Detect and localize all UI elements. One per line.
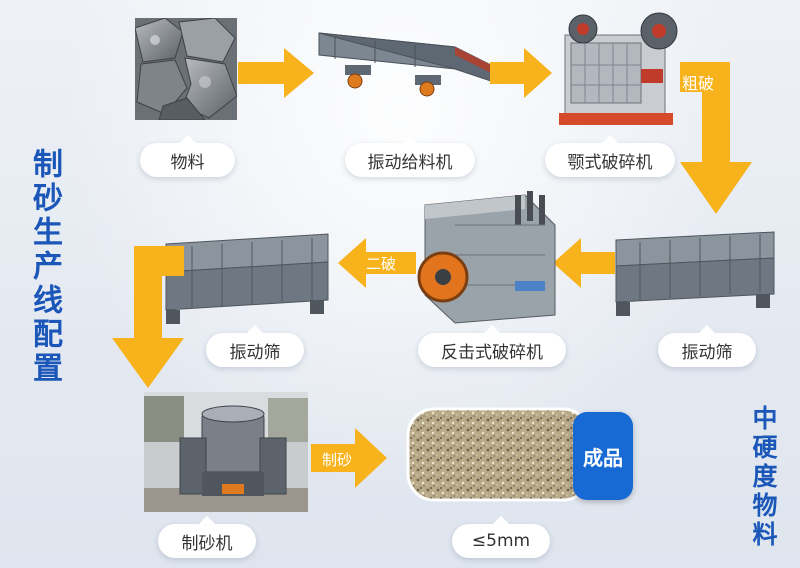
finished-product-badge: 成品 [573, 412, 633, 500]
coarse-crushing-label: 粗破 [682, 74, 715, 93]
impact-crusher-image [417, 191, 556, 324]
finished-product-label: 成品 [583, 445, 623, 470]
jaw-crusher-image [559, 12, 678, 125]
vibrating-screen-left-image [165, 233, 329, 324]
sand-making-machine-image [144, 392, 308, 512]
vibrating-screen-right-image [615, 231, 775, 316]
flow-arrow-secondary [338, 238, 416, 288]
raw-stone-image [135, 18, 237, 120]
label-jaw-crusher: 颚式破碎机 [545, 135, 675, 177]
label-vibrating-screen-left: 振动筛 [206, 325, 304, 367]
label-impact-crusher: 反击式破碎机 [418, 325, 566, 367]
flow-arrow-4 [112, 246, 184, 388]
flow-arrow-coarse [680, 62, 752, 214]
vibrating-feeder-image [318, 32, 492, 97]
label-product-size: ≤5mm [452, 516, 550, 558]
secondary-crushing-label: 二破 [366, 255, 397, 273]
label-vibrating-screen-right: 振动筛 [658, 325, 756, 367]
flow-arrow-3 [553, 238, 615, 288]
finished-sand-image [406, 407, 591, 502]
label-sand-making-machine: 制砂机 [158, 516, 256, 558]
label-material: 物料 [140, 135, 235, 177]
flow-arrow-sand [311, 428, 387, 488]
flow-arrow-1 [238, 48, 314, 98]
sand-making-label: 制砂 [322, 451, 353, 469]
flow-arrow-2 [490, 48, 552, 98]
material-hardness-title: 中硬度物料 [749, 405, 778, 550]
label-vibrating-feeder: 振动给料机 [345, 135, 475, 177]
production-line-title: 制砂生产线配置 [27, 148, 62, 386]
